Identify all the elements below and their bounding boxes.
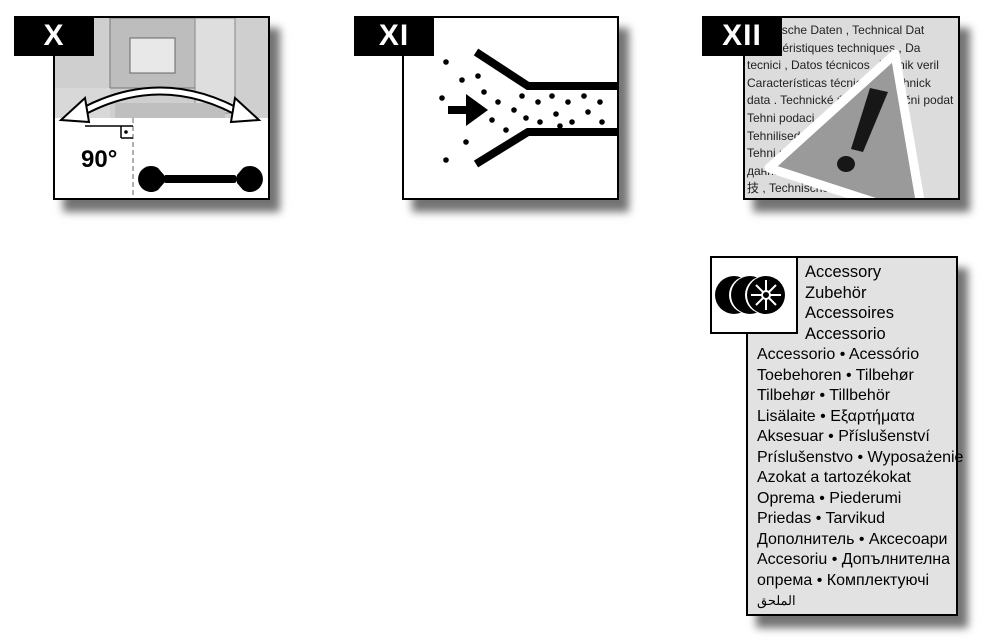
tech-line: Technische Daten , Technical Dat	[747, 23, 925, 37]
accessory-line: Tilbehør • Tillbehör	[757, 387, 891, 404]
panel-xii-tag: XII	[702, 16, 782, 56]
tech-line: Tehni podaci	[747, 110, 815, 125]
accessory-line: Azokat a tartozékokat	[757, 469, 911, 486]
dust-extraction-icon	[439, 48, 617, 168]
warning-triangle-icon	[764, 49, 925, 198]
accessory-line: Accesoriu • Допълнителна	[757, 551, 951, 568]
angle-label: 90°	[81, 146, 118, 173]
accessory-line-arabic: الملحق	[757, 593, 796, 608]
accessory-line: опрема • Комплектуючі	[757, 571, 930, 589]
accessory-line: Aksesuar • Příslušenství	[757, 428, 930, 445]
accessory-line: Priedas • Tarvikud	[757, 510, 886, 527]
panel-xi	[402, 16, 619, 200]
accessory-line: Дополнитель • Аксесоари	[757, 530, 948, 548]
accessory-line: Príslušenstvo • Wyposażenie	[757, 448, 964, 466]
accessory-line: Accessorio • Acessório	[757, 346, 920, 363]
accessory-line: Oprema • Piederumi	[757, 489, 902, 507]
panel-x-tag: X	[14, 16, 94, 56]
accessory-header-line: Accessory	[805, 263, 882, 281]
accessory-line: Lisälaite • Εξαρτήματα	[757, 407, 915, 425]
wrench-icon	[138, 166, 263, 193]
accessory-header: Accessory Zubehör Accessoires Accessorio	[805, 262, 894, 344]
accessory-translations: Accessorio • Acessório Toebehoren • Tilb…	[757, 345, 964, 612]
accessory-header-line: Accessoires	[805, 304, 894, 322]
accessory-header-line: Zubehör	[805, 283, 867, 302]
tech-line: Caractéristiques techniques , Da	[747, 40, 921, 55]
accessory-header-line: Accessorio	[805, 324, 886, 343]
saw-blades-icon	[710, 256, 798, 334]
panel-xi-tag: XI	[354, 16, 434, 56]
accessory-line: Toebehoren • Tilbehør	[757, 366, 914, 384]
